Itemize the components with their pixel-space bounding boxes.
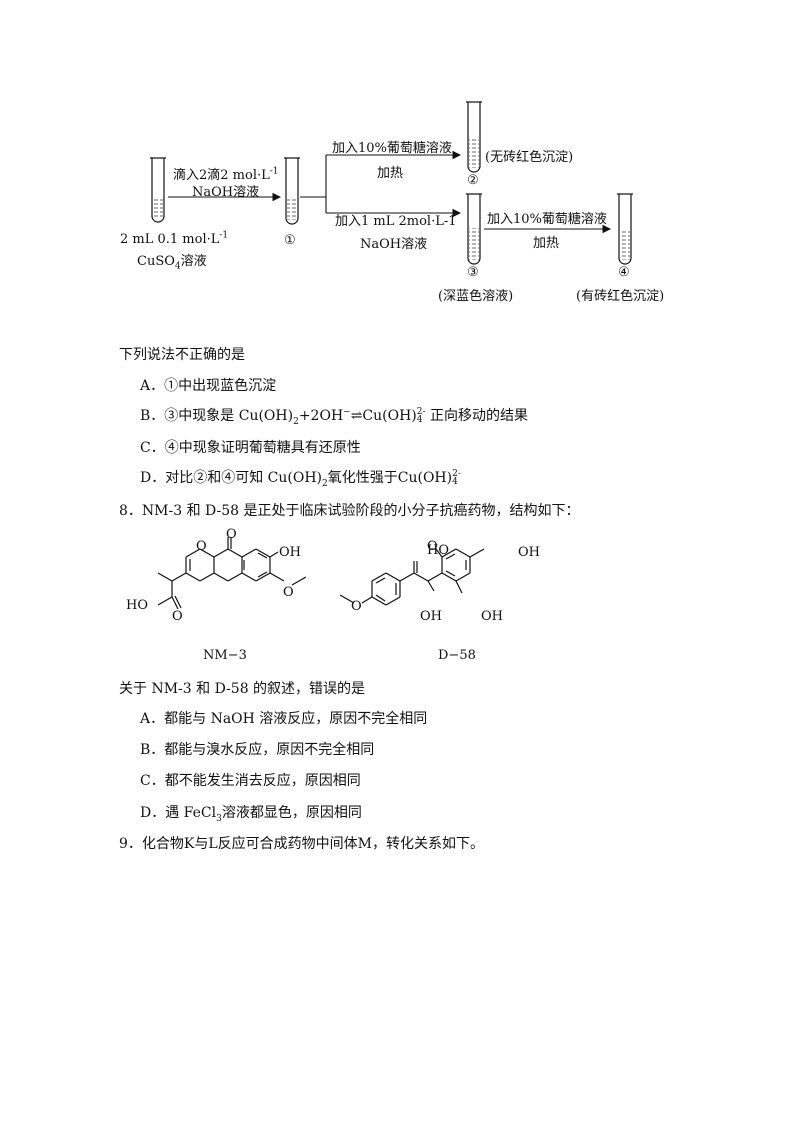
- q8-option-a: A．都能与 NaOH 溶液反应，原因不完全相同: [140, 711, 428, 727]
- nm3-o-methoxy: O: [283, 585, 294, 600]
- d58-o-ketone: O: [427, 539, 438, 554]
- upper-condition: 加热: [377, 166, 404, 181]
- d58-structure: [339, 548, 485, 606]
- q7-prompt: 下列说法不正确的是: [119, 347, 245, 363]
- test-tube-start: [150, 157, 166, 223]
- tube-4-label: ④: [618, 265, 630, 280]
- start-label-line2: CuSO4溶液: [137, 254, 207, 272]
- q7-option-a: A．①中出现蓝色沉淀: [140, 378, 277, 394]
- final-result: (有砖红色沉淀): [576, 289, 665, 304]
- q7-option-c: C．④中现象证明葡萄糖具有还原性: [140, 440, 361, 456]
- nm3-name: NM−3: [203, 648, 247, 663]
- tube-2-label: ②: [467, 173, 479, 188]
- test-tube-2: [466, 101, 482, 173]
- experiment-diagram: [150, 101, 633, 265]
- d58-o-methoxy: O: [351, 599, 362, 614]
- d58-oh-right: OH: [518, 545, 540, 560]
- test-tube-1: [284, 157, 300, 225]
- upper-reagent: 加入10%葡萄糖溶液: [332, 141, 452, 156]
- nm3-o-acid: O: [172, 609, 183, 624]
- lower-reagent-line2: NaOH溶液: [360, 237, 428, 252]
- q7-option-d: D．对比②和④可知 Cu(OH)2氧化性强于Cu(OH)2-4: [140, 469, 461, 489]
- d58-oh-bottom: OH: [481, 609, 503, 624]
- nm3-o-ring: O: [196, 539, 207, 554]
- q8-stem: 8．NM-3 和 D-58 是正处于临床试验阶段的小分子抗癌药物，结构如下：: [119, 503, 580, 519]
- step1-line2: NaOH溶液: [192, 185, 260, 200]
- d58-oh-middle: OH: [420, 609, 442, 624]
- q9-stem: 9．化合物K与L反应可合成药物中间体M，转化关系如下。: [119, 836, 484, 852]
- lower-reagent-line1: 加入1 mL 2mol·L-1: [335, 214, 457, 229]
- q8-option-d: D．遇 FeCl3溶液都显色，原因相同: [140, 805, 362, 824]
- final-condition: 加热: [533, 236, 560, 251]
- q8-option-b: B．都能与溴水反应，原因不完全相同: [140, 742, 375, 758]
- nm3-ho: HO: [126, 598, 148, 613]
- lower-result: (深蓝色溶液): [438, 289, 514, 304]
- d58-name: D−58: [438, 648, 476, 663]
- test-tube-3: [466, 193, 482, 265]
- start-label-line1: 2 mL 0.1 mol·L-1: [120, 230, 229, 247]
- step1-line1: 滴入2滴2 mol·L-1: [173, 166, 279, 183]
- nm3-o-carbonyl: O: [226, 527, 237, 542]
- q8-prompt: 关于 NM-3 和 D-58 的叙述，错误的是: [119, 681, 366, 697]
- tube-3-label: ③: [467, 265, 479, 280]
- q8-option-c: C．都不能发生消去反应，原因相同: [140, 773, 361, 789]
- nm3-structure: [157, 537, 307, 610]
- nm3-oh: OH: [279, 545, 301, 560]
- upper-result: (无砖红色沉淀): [485, 150, 574, 165]
- tube-1-label: ①: [284, 233, 296, 248]
- q7-option-b: B．③中现象是 Cu(OH)2+2OH−⇌Cu(OH)2-4 正向移动的结果: [140, 407, 529, 427]
- test-tube-4: [617, 193, 633, 265]
- d58-ho-top-label: HO: [427, 543, 449, 558]
- final-reagent: 加入10%葡萄糖溶液: [487, 212, 607, 227]
